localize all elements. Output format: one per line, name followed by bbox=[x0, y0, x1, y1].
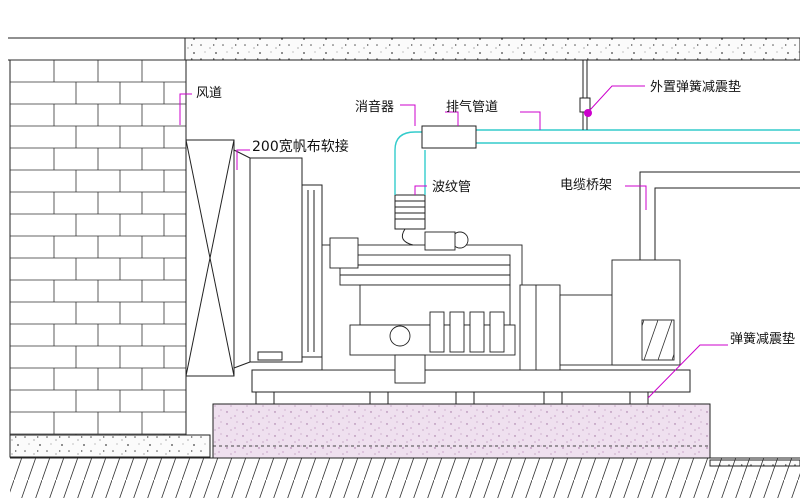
muffler bbox=[421, 125, 477, 149]
cable-tray bbox=[639, 171, 800, 260]
foundation-block bbox=[212, 403, 711, 459]
label-cable-tray: 电缆桥架 bbox=[560, 178, 613, 193]
external-spring-hanger bbox=[579, 60, 592, 130]
radiator bbox=[249, 157, 323, 363]
diesel-engine bbox=[321, 231, 523, 384]
leader-lines bbox=[179, 85, 728, 399]
label-bellows: 波纹管 bbox=[432, 180, 472, 195]
brick-wall bbox=[9, 59, 187, 436]
label-exhaust-pipe: 排气管道 bbox=[446, 100, 499, 115]
air-duct bbox=[185, 139, 251, 377]
label-external-spring-mount: 外置弹簧减震垫 bbox=[650, 80, 742, 95]
floor-slab bbox=[9, 434, 800, 498]
exhaust-pipe bbox=[394, 129, 800, 195]
bellows bbox=[394, 194, 426, 246]
alternator bbox=[519, 259, 681, 371]
ceiling-slab bbox=[8, 37, 800, 61]
label-spring-mount: 弹簧减震垫 bbox=[730, 332, 796, 347]
label-muffler: 消音器 bbox=[355, 100, 395, 115]
label-canvas-joint: 200宽帆布软接 bbox=[252, 139, 349, 155]
label-air-duct: 风道 bbox=[196, 86, 223, 101]
base-frame bbox=[251, 369, 691, 405]
